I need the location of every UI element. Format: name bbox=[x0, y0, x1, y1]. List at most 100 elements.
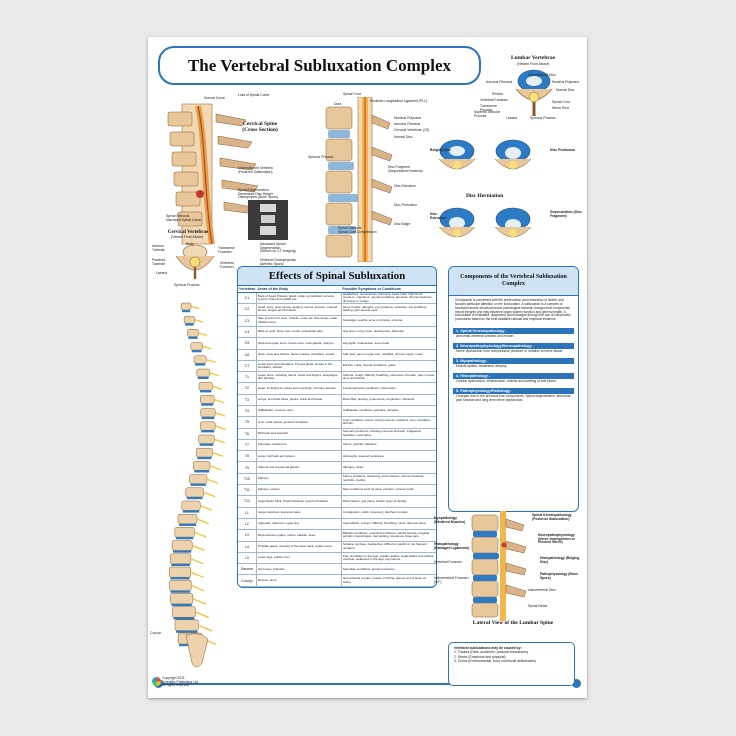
spinal-nerve bbox=[190, 558, 204, 565]
label-lamina-lumbar: Lamina bbox=[506, 116, 518, 120]
cell-area: Side and front of neck. Cheeks, outer ea… bbox=[256, 315, 342, 327]
vertebra bbox=[187, 329, 199, 337]
cell-symptom: Asthma, cough, difficulty breathing, sho… bbox=[341, 371, 436, 384]
disc bbox=[195, 363, 206, 366]
cell-symptom: Kidney problems, hardening of the arteri… bbox=[341, 473, 436, 486]
lateral-heading: Lateral View of the Lumbar Spine bbox=[472, 620, 554, 626]
vertebra bbox=[180, 302, 192, 311]
vertebra bbox=[172, 606, 196, 618]
vertebra bbox=[198, 381, 213, 391]
component-item: 5. Pathophysiology/Pathology -Changes du… bbox=[453, 387, 574, 404]
vertebra bbox=[198, 434, 215, 444]
effects-title: Effects of Spinal Subluxation bbox=[238, 267, 436, 286]
component-heading: 4. Histopathology - bbox=[453, 372, 574, 379]
cell-area: Neck and upper arms. Vocal cords, neck g… bbox=[256, 337, 342, 350]
spinal-nerve bbox=[202, 345, 212, 350]
disc bbox=[182, 510, 200, 513]
cervical-vertebrae-heading: Cervical Vertebrae bbox=[167, 230, 209, 235]
cell-vertebra: C6 bbox=[238, 349, 257, 361]
cell-vertebra: T2 bbox=[238, 382, 257, 395]
vertebra bbox=[196, 447, 213, 458]
spinal-nerve bbox=[212, 451, 224, 458]
disc bbox=[194, 470, 209, 473]
cell-vertebra: T9 bbox=[238, 461, 257, 474]
lateral-lumbar-illustration bbox=[471, 511, 527, 621]
lat-myopathology: Myopathology (Hindered Muscles) bbox=[434, 516, 466, 524]
vertebra bbox=[200, 395, 215, 404]
cell-symptom: Liver conditions, fevers, blood pressure… bbox=[341, 416, 436, 429]
components-title: Components of the Vertebral Subluxation … bbox=[449, 267, 578, 296]
components-intro: Chiropractic is concerned with the prese… bbox=[455, 298, 571, 322]
cell-symptom: Sacroiliac conditions, spinal curvatures… bbox=[341, 563, 436, 576]
spinal-nerve bbox=[206, 478, 219, 484]
cell-area: Kidneys. bbox=[256, 473, 342, 486]
label-stenosis: Spinal Stenosis Narrowed Spinal Canal bbox=[166, 214, 201, 222]
vertebra bbox=[189, 474, 208, 484]
page-title: The Vertebral Subluxation Complex bbox=[187, 55, 452, 75]
label-disc-bulge: Disc Bulge bbox=[394, 222, 411, 226]
cell-vertebra: L5 bbox=[238, 552, 257, 565]
sacrum bbox=[185, 633, 209, 668]
spinal-nerve bbox=[198, 624, 213, 632]
spinal-nerve bbox=[203, 491, 216, 498]
disc bbox=[188, 336, 198, 339]
label-stenosis-mid: Spinal Stenosis Spinal Cord Compression bbox=[338, 226, 377, 234]
label-malpositioned: Malpositioned Vertebra (Posterior Sublux… bbox=[238, 166, 273, 174]
cell-area: Hip bones, buttocks. bbox=[256, 563, 342, 576]
cell-symptom: Functional heart conditions, chest pains… bbox=[341, 382, 436, 395]
cell-symptom: Appendicitis, cramps, difficulty breathi… bbox=[341, 518, 436, 531]
vertebra bbox=[190, 342, 203, 351]
component-item: 4. Histopathology -Cellular dysfunction,… bbox=[453, 372, 574, 385]
cell-area: Prostate gland, muscles of the lower bac… bbox=[256, 541, 342, 553]
lumbar-heading: Lumbar Vertebrae bbox=[510, 55, 556, 61]
disc bbox=[173, 550, 192, 553]
vertebra bbox=[177, 513, 198, 525]
normal-disc-label: Normal Disc bbox=[556, 88, 575, 92]
vertebra bbox=[171, 540, 193, 551]
title-box: The Vertebral Subluxation Complex bbox=[158, 46, 481, 85]
cell-vertebra: C4 bbox=[238, 326, 257, 339]
vertebra bbox=[181, 500, 201, 511]
label-nerve-root: Nerve Root bbox=[552, 106, 570, 110]
lat-kinesiopathology: Spinal Kinesiopathology (Posterior Sublu… bbox=[532, 513, 572, 521]
stage-bulging: Bulging Disc bbox=[430, 148, 451, 152]
cell-vertebra: C3 bbox=[238, 315, 257, 327]
cell-vertebra: T5 bbox=[238, 416, 257, 429]
cell-symptom: Hemorrhoids or piles, pruritis or itchin… bbox=[341, 574, 436, 587]
label-vertebral-foramen: Vertebral Foramen bbox=[220, 261, 234, 269]
spinal-nerve bbox=[195, 611, 210, 619]
spinal-cord-sagittal-illustration bbox=[325, 97, 393, 262]
lat-neuropathophysiology: Neuropathophysiology (Nerve Impingement … bbox=[538, 533, 575, 545]
spinal-nerve bbox=[209, 465, 222, 471]
label-advanced-degeneration: Advanced Spinal Degeneration (Shown on C… bbox=[260, 242, 296, 254]
ct-image bbox=[248, 200, 288, 240]
disc bbox=[201, 430, 215, 433]
label-transverse-foramen: Transverse Foramen bbox=[218, 246, 235, 254]
cell-vertebra: Coccyx bbox=[238, 574, 257, 587]
disc bbox=[170, 577, 190, 580]
stage-extrusion: Disc Extrusion bbox=[430, 212, 446, 220]
component-description: Nerve dysfunction from compressed/ press… bbox=[456, 349, 564, 354]
component-description: Cellular dysfunction, inflammation, edem… bbox=[456, 378, 557, 383]
label-spinous-lumbar: Spinous Process bbox=[530, 116, 556, 120]
label-disc-extrusion: Disc Extrusion bbox=[394, 184, 416, 188]
full-spine-illustration bbox=[169, 302, 226, 668]
cell-symptom: Bursitis, colds, thyroid conditions, goi… bbox=[341, 360, 436, 373]
cell-symptom: Skin conditions such as acne, pimples, e… bbox=[341, 484, 436, 497]
spinal-nerve bbox=[196, 518, 210, 525]
spinal-nerve bbox=[214, 438, 225, 444]
stage-protrusion: Disc Protrusion bbox=[550, 148, 576, 152]
cell-vertebra: L1 bbox=[238, 507, 257, 519]
cell-symptom: Constipation, colitis, dysentery, diarrh… bbox=[341, 507, 436, 519]
